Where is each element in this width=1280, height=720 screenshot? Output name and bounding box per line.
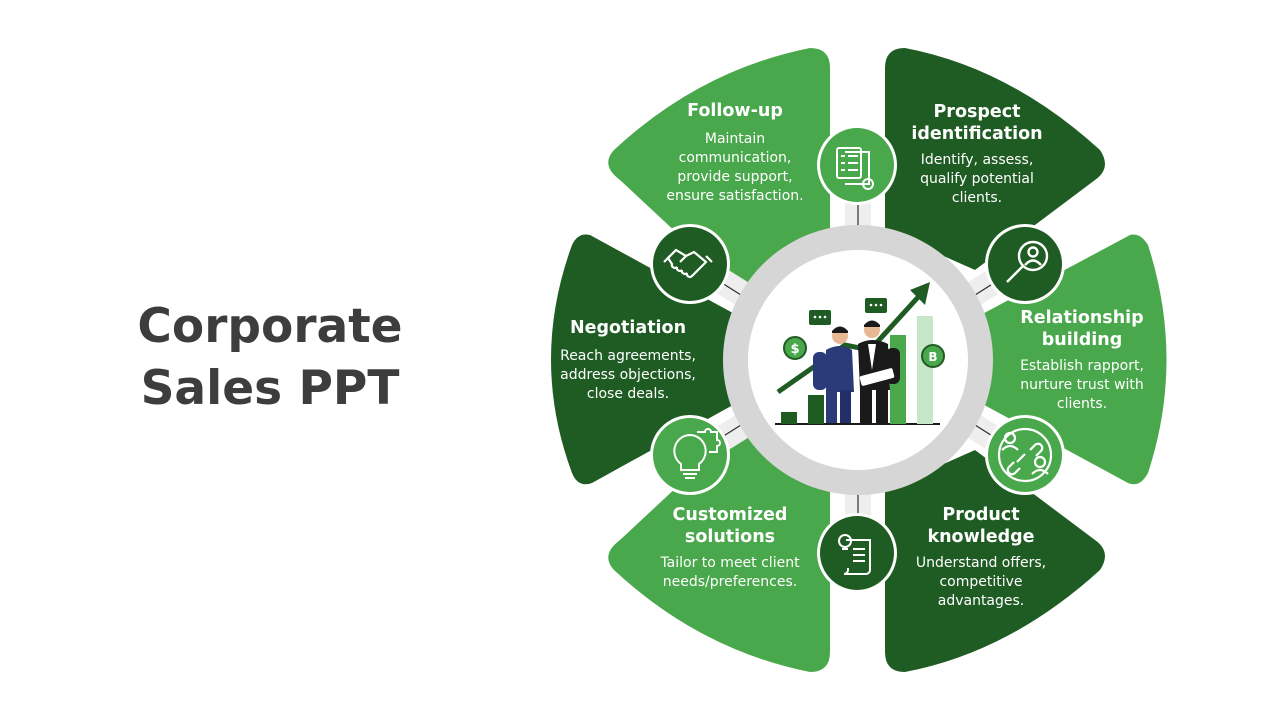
handshake-icon (650, 224, 730, 304)
petal-customized (608, 430, 830, 672)
segment-negotiation: Negotiation Reach agreements,address obj… (540, 317, 716, 404)
people-link-icon (985, 415, 1065, 495)
idea-scroll-icon (817, 513, 897, 593)
page-title: Corporate Sales PPT (110, 296, 430, 420)
svg-text:B: B (928, 350, 937, 364)
segment-heading: Negotiation (569, 318, 687, 338)
svg-text:$: $ (790, 342, 799, 357)
petal-product (885, 450, 1105, 672)
title-line-1: Corporate (137, 299, 403, 354)
petal-prospect (885, 48, 1105, 270)
title-line-2: Sales PPT (140, 361, 400, 416)
magnifier-person-icon (985, 224, 1065, 304)
business-people-illustration: $ B (775, 282, 945, 425)
checklist-document-icon (817, 125, 897, 205)
petal-follow-up (608, 48, 830, 290)
segment-heading: Follow-up (687, 101, 783, 121)
puzzle-bulb-icon (650, 415, 730, 495)
segment-description: Reach agreements,address objections,clos… (560, 348, 696, 402)
